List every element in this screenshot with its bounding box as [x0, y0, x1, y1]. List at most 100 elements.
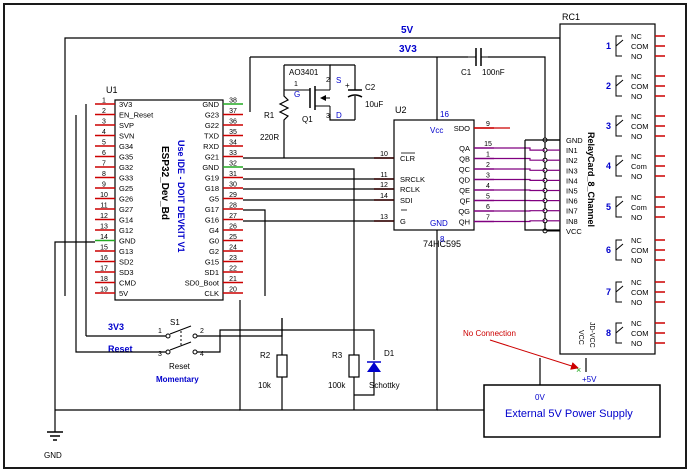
rc1-pin-name: IN1 — [566, 146, 578, 155]
u1-left-pin-name: SVN — [119, 132, 134, 141]
u1-right-pin-name: G4 — [209, 226, 219, 235]
u1-right-pin-num: 30 — [229, 182, 237, 189]
u1-right-pin-num: 32 — [229, 161, 237, 168]
s1-pin3: 3 — [158, 351, 162, 358]
u1-right-pin-name: SD0_Boot — [185, 279, 220, 288]
rc1-pin-name: IN8 — [566, 217, 578, 226]
u1-left-pin-num: 2 — [102, 108, 106, 115]
u2-left-pin-name: SRCLK — [400, 175, 425, 184]
c2-value: 10uF — [365, 100, 383, 109]
u1-left-pin-name: G34 — [119, 142, 133, 151]
u1-right-pin-name: G22 — [205, 121, 219, 130]
u2-left-pin-name: RCLK — [400, 185, 420, 194]
u1-right-pin-name: G16 — [205, 216, 219, 225]
relay-number: 8 — [606, 328, 611, 338]
u1-esp32: U1 Use IDE - DOIT DEVKIT V1 ESP32_Dev_Bd… — [95, 85, 243, 301]
q1-ref: Q1 — [302, 115, 313, 124]
u2-right-pin-name: SDO — [454, 124, 470, 133]
u1-right-pin-name: G2 — [209, 247, 219, 256]
rc1-pin-name: IN6 — [566, 197, 578, 206]
u1-right-pin-name: TXD — [204, 132, 220, 141]
rc1-pin-name: IN7 — [566, 207, 578, 216]
u1-right-pin-num: 36 — [229, 119, 237, 126]
u1-right-pin-name: RXD — [203, 142, 219, 151]
q1-p2: 2 — [326, 77, 330, 84]
u2-right-pin-num: 15 — [484, 141, 492, 148]
relay-switch-arm — [615, 285, 624, 293]
u1-right-pin-name: GND — [202, 163, 219, 172]
u1-right-pin-name: G17 — [205, 205, 219, 214]
relay-contact-label: NC — [631, 278, 642, 287]
relay-contact-label: NC — [631, 193, 642, 202]
u1-left-pin-num: 17 — [100, 266, 108, 273]
relay-switch-arm — [615, 159, 624, 167]
u1-left-pin-num: 8 — [102, 171, 106, 178]
q1-part: AO3401 — [289, 68, 319, 77]
net-5v-label: 5V — [401, 25, 414, 36]
u1-right-pin-num: 38 — [229, 98, 237, 105]
rc1-pin-name: IN2 — [566, 156, 578, 165]
svg-text:+: + — [345, 81, 350, 90]
rc1-ref: RC1 — [562, 12, 580, 22]
u2-part: 74HC595 — [423, 239, 461, 249]
u1-left-pin-name: 5V — [119, 289, 128, 298]
u1-left-pin-num: 7 — [102, 161, 106, 168]
u2-left-pin-num: 12 — [380, 182, 388, 189]
u2-right-pin-num: 6 — [486, 204, 490, 211]
u1-right-pin-name: G19 — [205, 174, 219, 183]
u2-left-pin-num: 14 — [380, 193, 388, 200]
s1-name: Reset — [169, 362, 191, 371]
u1-right-pin-name: G15 — [205, 258, 219, 267]
u1-left-pin-name: G26 — [119, 195, 133, 204]
u2-right-pin-num: 5 — [486, 194, 490, 201]
u1-left-pin-name: G25 — [119, 184, 133, 193]
u1-right-pin-num: 37 — [229, 108, 237, 115]
net-3v3-label: 3V3 — [399, 44, 417, 55]
u1-right-pin-num: 22 — [229, 266, 237, 273]
u1-right-pin-num: 34 — [229, 140, 237, 147]
rc1-title: RelayCard_8_Channel — [586, 132, 596, 227]
rc1-pin-name: IN4 — [566, 176, 578, 185]
resistor-r1: R1 220R — [260, 65, 290, 158]
s1-type: Momentary — [156, 375, 199, 384]
bus-wire — [494, 220, 545, 223]
u1-right-pin-name: GND — [202, 100, 219, 109]
u1-left-pin-name: G12 — [119, 226, 133, 235]
capacitor-c2: + C2 10uF — [345, 65, 383, 120]
u2-left-pin-num: 10 — [380, 151, 388, 158]
u2-right-pin-name: QB — [459, 155, 470, 164]
u1-left-pin-name: 3V3 — [119, 100, 132, 109]
u1-left-pin-num: 6 — [102, 150, 106, 157]
relay-contact-label: NO — [631, 132, 642, 141]
diode-d1: D1 Schottky — [354, 329, 400, 396]
u1-right-pin-num: 29 — [229, 192, 237, 199]
u1-left-pin-num: 4 — [102, 129, 106, 136]
u2-left-pin-name: G — [400, 217, 406, 226]
c1-ref: C1 — [461, 68, 472, 77]
r2-value: 10k — [258, 381, 272, 390]
u1-left-pin-name: GND — [119, 237, 136, 246]
u1-left-pin-name: SD3 — [119, 268, 134, 277]
u2-right-pin-name: QD — [459, 176, 471, 185]
s1-pin4: 4 — [200, 351, 204, 358]
u1-right-pin-num: 35 — [229, 129, 237, 136]
u2-right-pin-name: QH — [459, 218, 470, 227]
u2-left-pin-name: CLR — [400, 154, 416, 163]
u1-right-pin-num: 33 — [229, 150, 237, 157]
u2-right-pin-name: QA — [459, 144, 470, 153]
q1-d: D — [336, 111, 342, 120]
rc1-pin-name: IN5 — [566, 187, 578, 196]
u1-left-pin-num: 12 — [100, 213, 108, 220]
relay-switch-arm — [615, 243, 624, 251]
rc1-jdvcc: JD-VCC — [588, 322, 595, 348]
q1-s: S — [336, 76, 341, 85]
rc1-pin-name: VCC — [566, 227, 582, 236]
bus-wire — [494, 157, 545, 161]
u2-left-pin-name: SDI — [400, 196, 413, 205]
q1-g: G — [294, 90, 300, 99]
relay-number: 3 — [606, 121, 611, 131]
u1-left-pin-name: G32 — [119, 163, 133, 172]
